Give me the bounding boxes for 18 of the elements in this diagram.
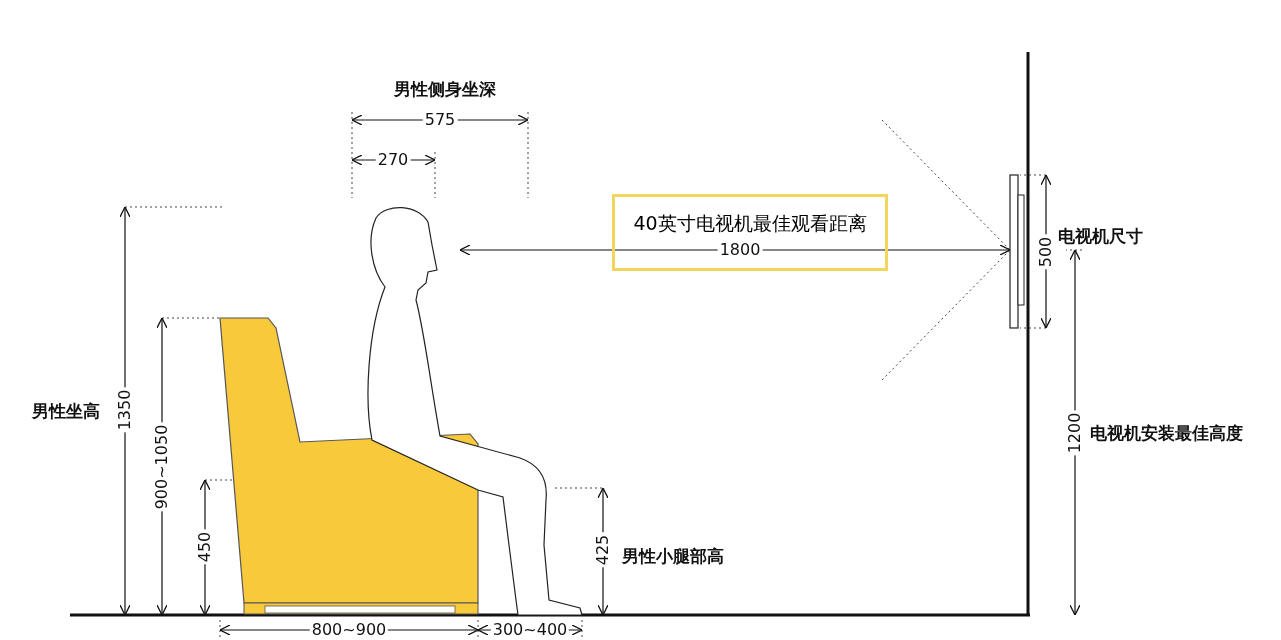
- dimension-value: 1800: [717, 242, 763, 258]
- dimension-value: 450: [197, 529, 213, 565]
- dimension-title: 40英寸电视机最佳观看距离: [632, 211, 868, 236]
- dimension-value: 575: [422, 112, 458, 128]
- dimension-value: 425: [595, 532, 611, 568]
- dimension-value: 1200: [1067, 410, 1083, 456]
- annotation-label: 男性坐高: [30, 402, 102, 420]
- dimension-value: 800~900: [309, 622, 389, 638]
- annotation-label: 男性侧身坐深: [392, 80, 498, 98]
- dimension-value: 900~1050: [154, 422, 170, 512]
- dimension-value: 500: [1038, 234, 1054, 270]
- dimension-value: 1350: [117, 387, 133, 433]
- dimension-value: 270: [375, 152, 411, 168]
- label-frame: [612, 194, 888, 271]
- annotation-label: 电视机尺寸: [1056, 227, 1145, 245]
- dimension-value: 300~400: [490, 622, 570, 638]
- annotation-label: 男性小腿部高: [620, 547, 726, 565]
- annotation-label: 电视机安装最佳高度: [1088, 424, 1245, 442]
